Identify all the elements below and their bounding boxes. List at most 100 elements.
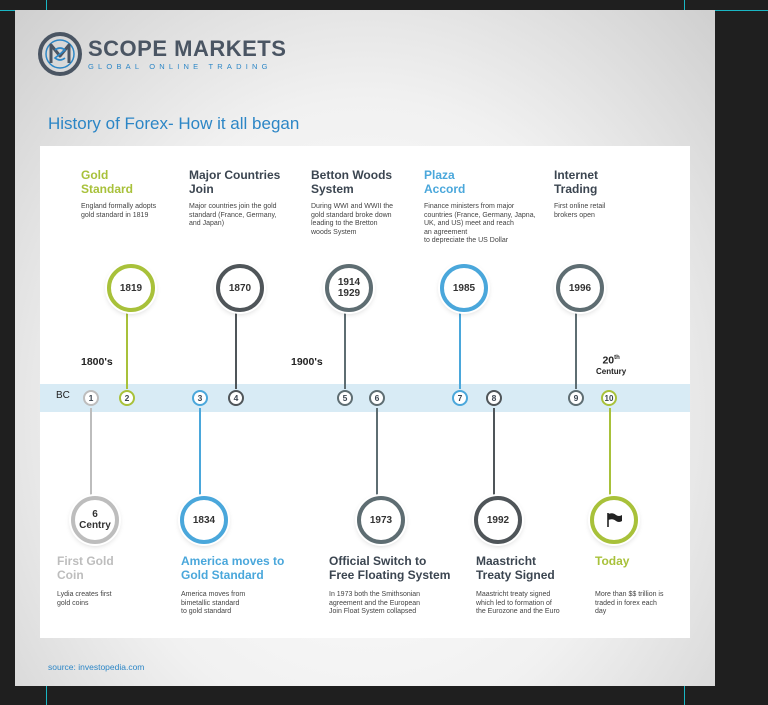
desc-line: Join Float System collapsed: [329, 608, 417, 615]
stem-today: [609, 408, 611, 498]
stem-1996: [575, 304, 577, 389]
desc-line: Finance ministers from major: [424, 203, 515, 210]
desc-line: gold coins: [57, 599, 89, 607]
event-title-betton-woods: Betton Woods System: [311, 168, 392, 196]
event-title-line2: Free Floating System: [329, 568, 451, 582]
timeline-node-1: 1: [83, 390, 99, 406]
event-title-first-gold-coin: First Gold Coin: [57, 554, 114, 582]
event-title-line1: Gold: [81, 168, 109, 182]
timeline-node-3: 3: [192, 390, 208, 406]
event-title-plaza-accord: Plaza Accord: [424, 168, 465, 196]
event-title-line2: Gold Standard: [181, 568, 264, 582]
desc-line: gold standard broke down: [311, 211, 392, 219]
year-1929: 1929: [337, 288, 361, 299]
timeline-band: [40, 384, 690, 412]
stem-1834: [199, 408, 201, 498]
event-title-line1: Maastricht: [476, 554, 537, 568]
event-title-free-floating: Official Switch to Free Floating System: [329, 554, 450, 582]
timeline-node-5: 5: [337, 390, 353, 406]
era-1800s-label: 1800's: [81, 356, 113, 368]
event-title-line2: Treaty Signed: [476, 568, 555, 582]
event-title-maastricht: Maastricht Treaty Signed: [476, 554, 555, 582]
event-desc-gold-standard: England formally adopts gold standard in…: [81, 203, 176, 220]
event-title-line1: Official Switch to: [329, 554, 427, 568]
desc-line: During WWI and WWII the: [311, 203, 394, 210]
desc-line: gold standard in 1819: [81, 211, 149, 219]
desc-line: countries (France, Germany, Japna,: [424, 211, 536, 219]
event-title-line1: Betton Woods: [311, 168, 393, 182]
desc-line: UK, and US) meet and reach: [424, 220, 514, 227]
desc-line: standard (France, Germany,: [189, 211, 277, 219]
event-desc-internet-trading: First online retail brokers open: [554, 203, 644, 220]
desc-line: America moves from: [181, 591, 246, 598]
desc-line: to depreciate the US Dollar: [424, 237, 509, 244]
desc-line: day: [595, 608, 607, 615]
event-title-line2: Coin: [57, 568, 84, 582]
event-title-line1: Internet: [554, 168, 599, 182]
timeline-node-2: 2: [119, 390, 135, 406]
desc-line: Maastricht treaty signed: [476, 591, 551, 598]
year-pin-1914-1929: 1914 1929: [325, 264, 373, 312]
event-title-line2: Accord: [424, 182, 466, 196]
desc-line: Lydia creates first: [57, 591, 112, 598]
sm-monogram-icon: [38, 32, 82, 76]
infographic-artboard: SCOPE MARKETS GLOBAL ONLINE TRADING Hist…: [15, 10, 715, 686]
event-title-line2: Join: [189, 182, 214, 196]
era-20th-suffix: th: [614, 355, 620, 361]
brand-name: SCOPE MARKETS: [88, 35, 287, 61]
desc-line: leading to the Bretton: [311, 220, 378, 227]
timeline-node-4: 4: [228, 390, 244, 406]
event-title-line2: Standard: [81, 182, 134, 196]
event-title-america-gold-standard: America moves to Gold Standard: [181, 554, 284, 582]
timeline-node-6: 6: [369, 390, 385, 406]
desc-line: traded in forex each: [595, 599, 657, 607]
source-citation: source: investopedia.com: [48, 662, 145, 672]
era-20th-label: 20th Century: [596, 353, 626, 377]
desc-line: to gold standard: [181, 608, 232, 615]
desc-line: More than $$ trillion is: [595, 591, 664, 598]
brand-tagline: GLOBAL ONLINE TRADING: [88, 61, 272, 71]
desc-line: an agreement: [424, 228, 468, 236]
desc-line: England formally adopts: [81, 203, 157, 210]
stem-1992: [493, 408, 495, 498]
era-1900s-label: 1900's: [291, 356, 323, 368]
event-title-line2: System: [311, 182, 354, 196]
year-pin-1819: 1819: [107, 264, 155, 312]
brand-logo: SCOPE MARKETS GLOBAL ONLINE TRADING: [38, 32, 286, 76]
timeline-panel: BC 1800's 1900's 20th Century 1 2 3 4 5 …: [40, 146, 690, 638]
stem-1914: [344, 304, 346, 389]
page-title: History of Forex- How it all began: [48, 114, 300, 133]
event-desc-today: More than $$ trillion is traded in forex…: [595, 591, 685, 617]
year-pin-1834: 1834: [180, 496, 228, 544]
era-20th-word: Century: [596, 366, 627, 376]
event-title-line1: Plaza: [424, 168, 455, 182]
year-pin-1870: 1870: [216, 264, 264, 312]
desc-line: Major countries join the gold: [189, 203, 277, 210]
era-bc-label: BC: [56, 390, 70, 401]
year-pin-today: [590, 496, 638, 544]
event-desc-first-gold-coin: Lydia creates first gold coins: [57, 591, 147, 608]
desc-line: and Japan): [189, 220, 225, 227]
desc-line: First online retail: [554, 203, 606, 210]
event-title-line1: Major Countries: [189, 168, 281, 182]
year-pin-1996: 1996: [556, 264, 604, 312]
event-desc-maastricht: Maastricht treaty signed which led to fo…: [476, 591, 586, 617]
event-desc-betton-woods: During WWI and WWII the gold standard br…: [311, 203, 411, 237]
stem-1870: [235, 304, 237, 389]
desc-line: the Eurozone and the Euro: [476, 608, 560, 615]
year-century: Centry: [79, 520, 111, 531]
year-6: 6: [92, 509, 98, 520]
event-desc-plaza-accord: Finance ministers from major countries (…: [424, 203, 554, 246]
year-pin-1992: 1992: [474, 496, 522, 544]
year-1914: 1914: [337, 277, 361, 288]
event-title-major-countries: Major Countries Join: [189, 168, 280, 196]
desc-line: woods System: [311, 228, 357, 236]
timeline-node-10: 10: [601, 390, 617, 406]
event-desc-america-gold-standard: America moves from bimetallic standard t…: [181, 591, 281, 617]
flag-icon: [607, 513, 622, 527]
event-title-line1: America moves to: [181, 554, 285, 568]
year-pin-1985: 1985: [440, 264, 488, 312]
event-title-line1: First Gold: [57, 554, 114, 568]
year-pin-1973: 1973: [357, 496, 405, 544]
desc-line: In 1973 both the Smithsonian: [329, 591, 421, 598]
